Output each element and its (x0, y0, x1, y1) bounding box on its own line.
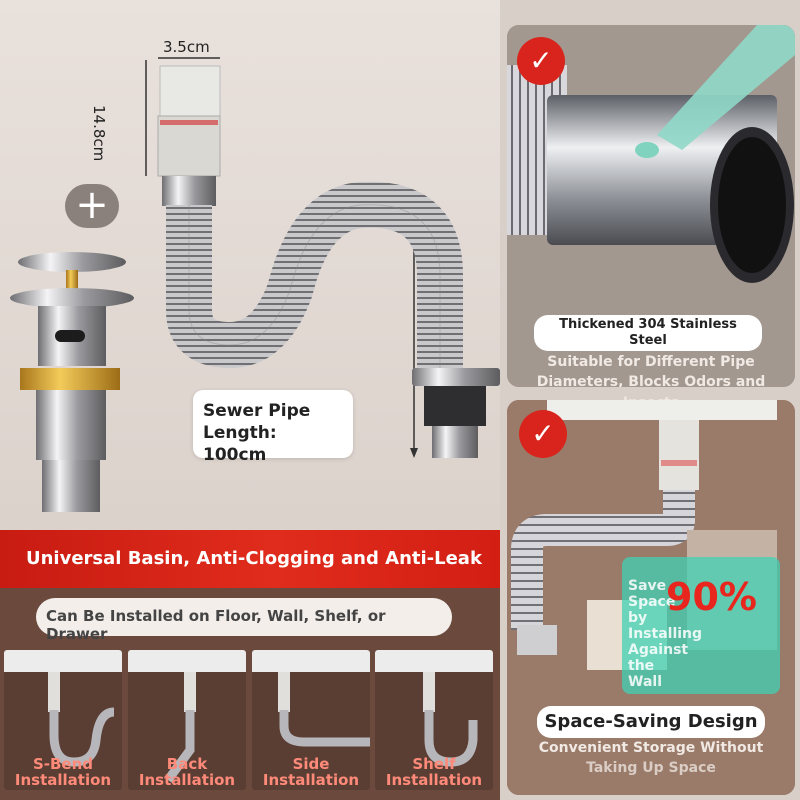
install-label-s-bend-1: S-Bend (32, 755, 94, 773)
space-saving-percent: 90% (666, 575, 757, 619)
install-label-shelf-2: Installation (385, 771, 483, 789)
feature-desc-space-saving-line2: Taking Up Space (586, 760, 716, 776)
plus-icon: + (65, 184, 119, 228)
feature-desc-stainless-line2: Diameters, Blocks Odors and (536, 374, 766, 387)
feature-card-stainless: ✓ Thickened 304 Stainless Steel Suitable… (507, 25, 795, 387)
install-label-back-1: Back (166, 755, 208, 773)
feature-title-stainless: Thickened 304 Stainless Steel (534, 315, 762, 351)
headline-text: Universal Basin, Anti-Clogging and Anti-… (26, 548, 482, 569)
space-saving-text: Save Space by Installing Against the Wal… (628, 578, 703, 690)
headline-banner: Universal Basin, Anti-Clogging and Anti-… (0, 530, 500, 588)
feature-desc-stainless-line1: Suitable for Different Pipe (547, 354, 755, 370)
pipe-length-line2: Length: 100cm (203, 423, 277, 465)
pipe-length-line1: Sewer Pipe (203, 401, 311, 421)
install-thumb-side: Side Installation (252, 650, 370, 790)
install-thumb-back: Back Installation (128, 650, 246, 790)
feature-desc-space-saving-line1: Convenient Storage Without (538, 740, 764, 756)
connector-top (159, 65, 221, 117)
height-label: 14.8cm (90, 105, 108, 162)
install-thumb-s-bend: S-Bend Installation (4, 650, 122, 790)
pipe-length-card: Sewer Pipe Length: 100cm (193, 390, 353, 465)
space-saving-badge (622, 557, 780, 694)
install-label-shelf-1: Shelf (412, 755, 456, 773)
install-label-side-2: Installation (262, 771, 360, 789)
check-icon: ✓ (519, 410, 567, 458)
install-label-back-2: Installation (138, 771, 236, 789)
width-label: 3.5cm (163, 38, 210, 56)
product-hero-panel: 3.5cm 14.8cm + Sewer Pipe Length: 100cm (0, 0, 500, 530)
install-label-s-bend-2: Installation (14, 771, 112, 789)
install-thumb-shelf: Shelf Installation (375, 650, 493, 790)
feature-title-stainless-line1: Thickened 304 Stainless (559, 317, 737, 332)
check-icon: ✓ (517, 37, 565, 85)
installation-subtitle: Can Be Installed on Floor, Wall, Shelf, … (36, 598, 452, 643)
feature-title-stainless-line2: Steel (629, 333, 667, 348)
drain-cap (18, 252, 126, 272)
install-label-side-1: Side (292, 755, 330, 773)
corrugated-hose (166, 181, 463, 370)
product-illustration (10, 57, 500, 512)
feature-title-space-saving: Space-Saving Design (537, 706, 765, 738)
